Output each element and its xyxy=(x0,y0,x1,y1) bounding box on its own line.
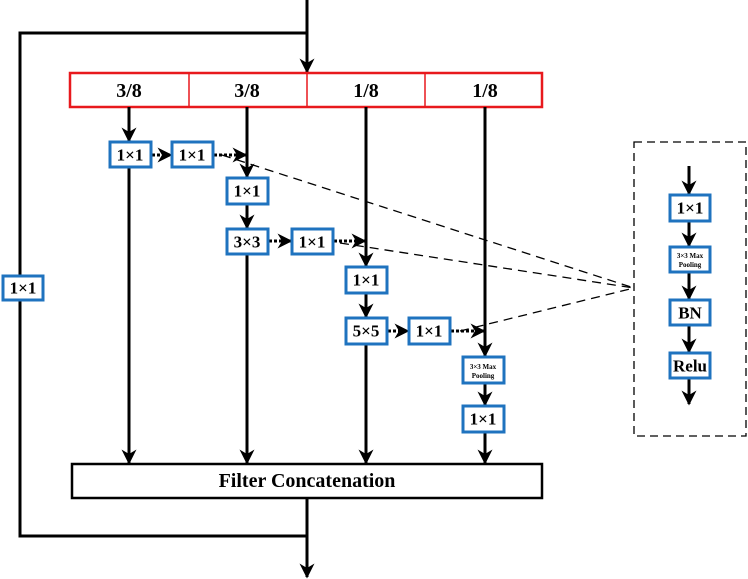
block-label: Filter Concatenation xyxy=(219,470,396,492)
block-label: Relu xyxy=(673,357,707,376)
block-label: 1×1 xyxy=(299,233,326,252)
block-label: 3×3 Max xyxy=(470,363,497,371)
block-label: 1×1 xyxy=(234,182,261,201)
block-label: 1×1 xyxy=(677,199,704,218)
branch-arrows xyxy=(121,107,493,465)
block-label: 3×3 xyxy=(234,233,261,252)
branch1-dotted-block: 1×1 xyxy=(170,140,215,169)
block-label: Pooling xyxy=(472,372,495,380)
channel-split: 3/8 3/8 1/8 1/8 xyxy=(68,71,544,109)
block-label: 1×1 xyxy=(117,146,144,165)
shortcut-block: 1×1 xyxy=(1,274,45,302)
block-label: 1×1 xyxy=(470,410,497,429)
block-label: Pooling xyxy=(679,261,702,269)
split-ratio: 3/8 xyxy=(234,80,260,102)
detail-relu-block: Relu xyxy=(668,351,712,380)
block-label: 1×1 xyxy=(179,146,206,165)
block-label: 3×3 Max xyxy=(677,252,704,260)
branch4-conv-block: 1×1 xyxy=(461,404,506,434)
branch2-dotted-block: 1×1 xyxy=(290,227,335,256)
branch3-dotted-block: 1×1 xyxy=(407,316,452,346)
block-label: 5×5 xyxy=(353,322,380,341)
block-label: 1×1 xyxy=(10,279,37,298)
dotted-arrows xyxy=(152,147,486,339)
callout-lines xyxy=(221,154,635,332)
filter-concatenation: Filter Concatenation xyxy=(70,462,544,500)
branch1-conv-block: 1×1 xyxy=(108,140,153,169)
branch2-conv3-block: 3×3 xyxy=(225,227,270,256)
branch2-conv1-block: 1×1 xyxy=(225,176,270,206)
split-ratio: 1/8 xyxy=(353,80,379,102)
split-ratio: 3/8 xyxy=(116,80,142,102)
block-label: 1×1 xyxy=(353,271,380,290)
detail-conv-block: 1×1 xyxy=(668,193,712,223)
split-ratio: 1/8 xyxy=(472,80,498,102)
block-label: BN xyxy=(678,304,702,323)
branch3-conv1-block: 1×1 xyxy=(344,265,389,295)
detail-bn-block: BN xyxy=(668,298,712,327)
block-label: 1×1 xyxy=(416,322,443,341)
branch3-conv5-block: 5×5 xyxy=(344,316,389,346)
